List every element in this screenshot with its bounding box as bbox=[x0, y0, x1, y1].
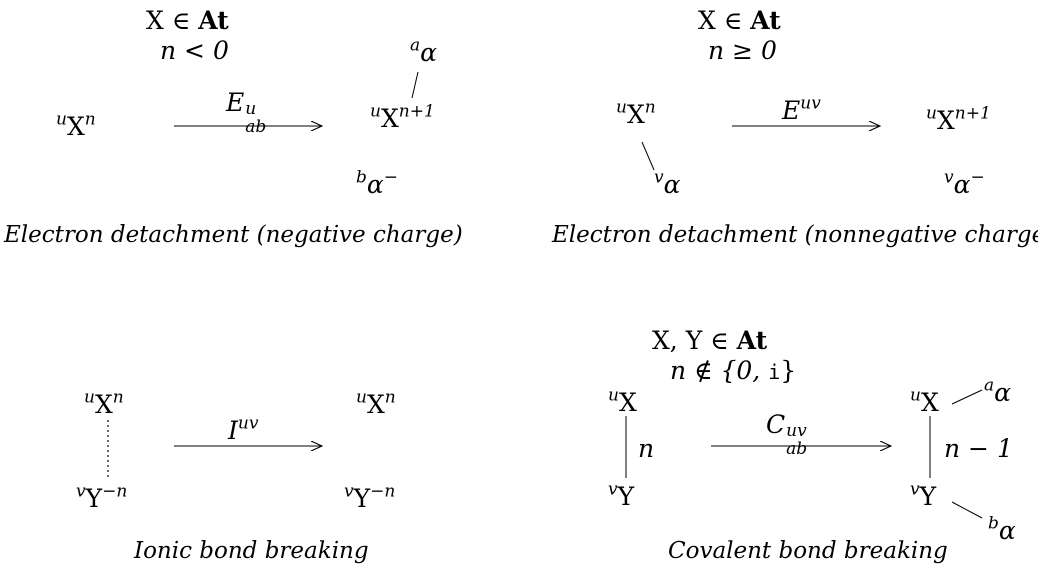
atom-set-symbol: At bbox=[736, 326, 768, 355]
left-top-atom: uXn bbox=[84, 387, 124, 419]
right-bottom-atom: vY−n bbox=[344, 481, 396, 513]
right-bond-order: n − 1 bbox=[944, 434, 1013, 463]
alpha-bottom: bα− bbox=[356, 167, 399, 199]
arrow-label: Euv bbox=[782, 93, 821, 125]
right-top-atom: uXn bbox=[356, 387, 396, 419]
bond-left-alpha-detach-nonneg bbox=[641, 141, 655, 171]
atom-set-symbol: At bbox=[750, 6, 781, 35]
condition-charge: n < 0 bbox=[160, 36, 229, 65]
condition-atom-membership: X ∈ At bbox=[698, 6, 781, 35]
bond-alpha-top-detach-neg bbox=[411, 71, 419, 99]
left-bottom-atom: vY−n bbox=[76, 481, 128, 513]
atom-set-symbol: At bbox=[198, 6, 229, 35]
left-top-atom: uX bbox=[608, 385, 637, 417]
left-bottom-atom: vY bbox=[608, 479, 635, 511]
condition-atom-membership: X, Y ∈ At bbox=[652, 326, 768, 355]
bond-alpha-bot-covalent bbox=[951, 501, 983, 519]
right-atom: uXn+1 bbox=[926, 103, 991, 135]
arrow-label: E u ab bbox=[226, 88, 267, 137]
alpha-top: aα bbox=[410, 35, 438, 67]
left-atom: uXn bbox=[616, 97, 656, 129]
left-bond-order: n bbox=[638, 434, 655, 463]
alpha-bottom: bα bbox=[988, 513, 1016, 545]
condition-bond-order: n ∉ {0, i} bbox=[670, 356, 797, 385]
condition-charge: n ≥ 0 bbox=[708, 36, 777, 65]
caption: Electron detachment (negative charge) bbox=[4, 222, 463, 248]
caption: Covalent bond breaking bbox=[668, 538, 948, 564]
condition-atom-membership: X ∈ At bbox=[146, 6, 229, 35]
right-bottom-atom: vY bbox=[910, 479, 937, 511]
arrow-label: C uv ab bbox=[766, 410, 808, 459]
bond-alpha-top-covalent bbox=[951, 389, 983, 405]
alpha-top: aα bbox=[984, 375, 1012, 407]
right-alpha: vα− bbox=[944, 167, 985, 199]
left-atom: uXn bbox=[56, 109, 96, 141]
right-atom: uXn+1 bbox=[370, 101, 435, 133]
arrow-label: Iuv bbox=[228, 413, 259, 445]
caption: Ionic bond breaking bbox=[134, 538, 369, 564]
right-top-atom: uX bbox=[910, 385, 939, 417]
left-alpha: vα bbox=[654, 167, 681, 199]
caption: Electron detachment (nonnegative charge) bbox=[552, 222, 1038, 248]
